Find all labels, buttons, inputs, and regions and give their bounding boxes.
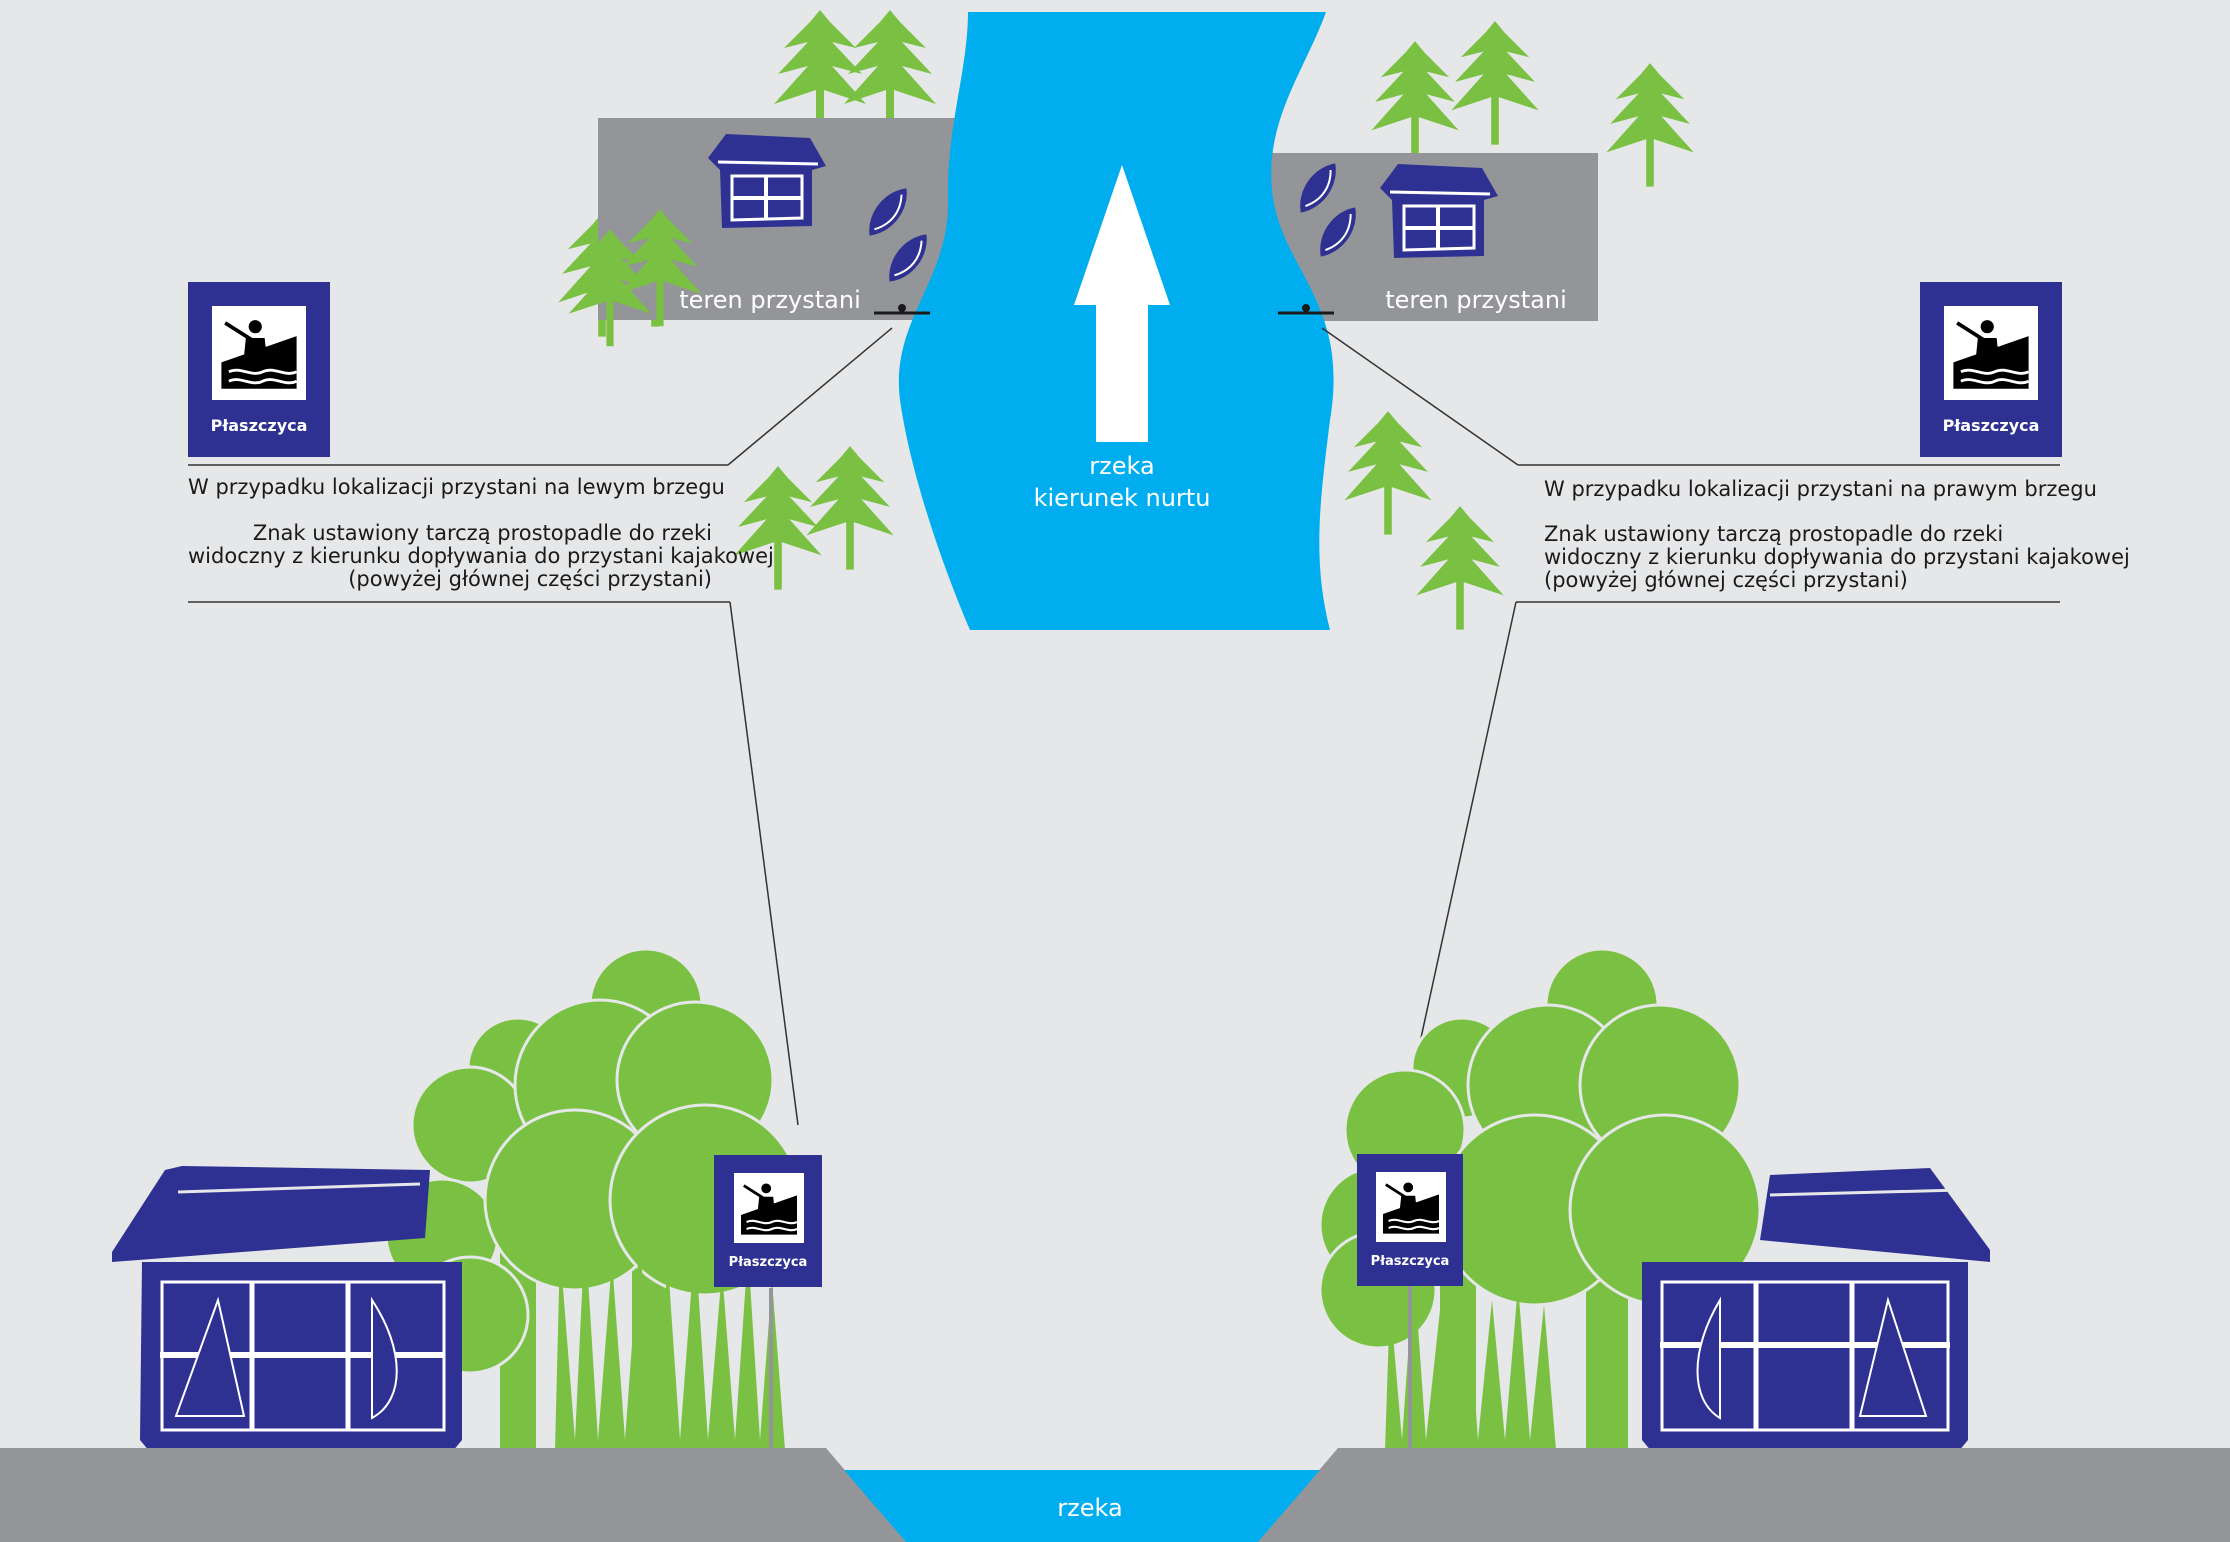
left-note-line-1: Znak ustawiony tarczą prostopadle do rze… bbox=[252, 521, 712, 545]
kayak-pictogram-icon bbox=[1944, 306, 2038, 400]
left-note-title: W przypadku lokalizacji przystani na lew… bbox=[188, 475, 725, 499]
shelter-left-icon bbox=[112, 1166, 462, 1452]
sign-name: Płaszczyca bbox=[210, 416, 308, 435]
grass-right bbox=[1385, 1270, 1556, 1450]
sign-post-right bbox=[1408, 1286, 1412, 1448]
sign-cross-section-right: Płaszczyca bbox=[1357, 1154, 1463, 1286]
left-harbor-label: teren przystani bbox=[679, 286, 861, 314]
river-cross-section bbox=[844, 1470, 1320, 1542]
left-note-line-3: (powyżej głównej części przystani) bbox=[348, 567, 712, 591]
shelter-right-icon bbox=[1642, 1168, 1990, 1452]
sign-marker-top-left-icon bbox=[874, 304, 930, 315]
right-note-title: W przypadku lokalizacji przystani na pra… bbox=[1544, 477, 2097, 501]
kayak-pictogram-icon bbox=[212, 306, 306, 400]
kayak-pictogram-icon bbox=[1376, 1172, 1446, 1242]
left-bank-ground bbox=[0, 1448, 906, 1542]
sign-marker-top-right-icon bbox=[1278, 304, 1334, 315]
shelter-top-left-icon bbox=[706, 132, 828, 230]
deciduous-trees-left bbox=[384, 947, 802, 1450]
left-note-line-2: widoczny z kierunku dopływania do przyst… bbox=[188, 544, 774, 568]
right-harbor-label: teren przystani bbox=[1385, 286, 1567, 314]
sign-top-right: Płaszczyca bbox=[1920, 282, 2062, 457]
right-bank-ground bbox=[1258, 1448, 2230, 1542]
deciduous-trees-right bbox=[1318, 947, 1762, 1450]
current-direction-label: kierunek nurtu bbox=[1033, 484, 1211, 512]
cross-section-river-label: rzeka bbox=[1057, 1494, 1123, 1522]
grass-left bbox=[555, 1230, 785, 1450]
sign-name: Płaszczyca bbox=[728, 1255, 808, 1270]
right-note-line-3: (powyżej głównej części przystani) bbox=[1544, 568, 1908, 592]
sign-name: Płaszczyca bbox=[1942, 416, 2040, 435]
shelter-top-right-icon bbox=[1378, 162, 1500, 260]
sign-top-left: Płaszczyca bbox=[188, 282, 330, 457]
sign-name: Płaszczyca bbox=[1370, 1254, 1450, 1269]
right-note-line-2: widoczny z kierunku dopływania do przyst… bbox=[1544, 545, 2130, 569]
kayak-pictogram-icon bbox=[734, 1173, 804, 1243]
current-direction-arrow-icon bbox=[1074, 165, 1170, 442]
right-note-line-1: Znak ustawiony tarczą prostopadle do rze… bbox=[1544, 522, 2004, 546]
sign-cross-section-left: Płaszczyca bbox=[714, 1155, 822, 1287]
sign-post-left bbox=[769, 1288, 773, 1448]
river-label: rzeka bbox=[1089, 452, 1155, 480]
